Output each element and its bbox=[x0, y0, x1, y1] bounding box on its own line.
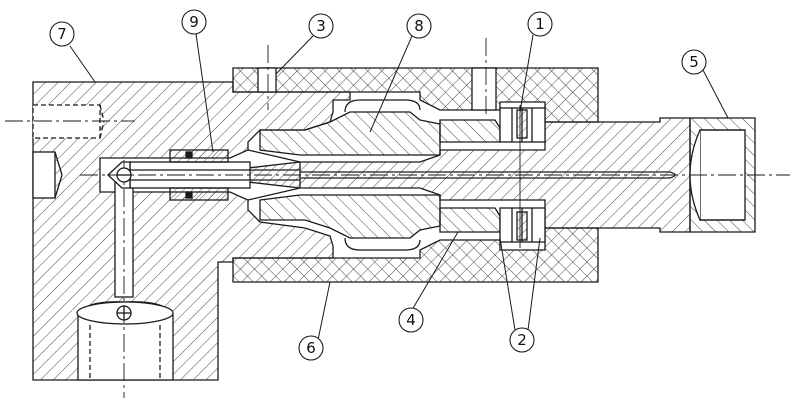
body-block bbox=[32, 81, 351, 381]
svg-text:1: 1 bbox=[535, 15, 545, 33]
callout-7: 7 bbox=[49, 21, 75, 47]
callout-8: 8 bbox=[406, 13, 432, 39]
svg-text:2: 2 bbox=[517, 331, 527, 349]
center-lines bbox=[5, 38, 790, 398]
svg-text:6: 6 bbox=[306, 339, 316, 357]
callout-6: 6 bbox=[298, 335, 324, 361]
callout-4: 4 bbox=[398, 307, 424, 333]
callout-2: 2 bbox=[509, 327, 535, 353]
leader-lines bbox=[69, 33, 729, 341]
svg-text:5: 5 bbox=[689, 53, 699, 71]
callout-1: 1 bbox=[527, 11, 553, 37]
ring bbox=[439, 119, 501, 233]
inner-insert bbox=[259, 99, 441, 251]
svg-text:3: 3 bbox=[316, 17, 326, 35]
bearing-stack bbox=[499, 107, 546, 243]
svg-text:9: 9 bbox=[189, 13, 199, 31]
svg-text:8: 8 bbox=[414, 17, 424, 35]
svg-text:7: 7 bbox=[57, 25, 67, 43]
svg-text:4: 4 bbox=[406, 311, 416, 329]
callout-3: 3 bbox=[308, 13, 334, 39]
callout-9: 9 bbox=[181, 9, 207, 35]
center-markers bbox=[116, 167, 132, 321]
callout-5: 5 bbox=[681, 49, 707, 75]
